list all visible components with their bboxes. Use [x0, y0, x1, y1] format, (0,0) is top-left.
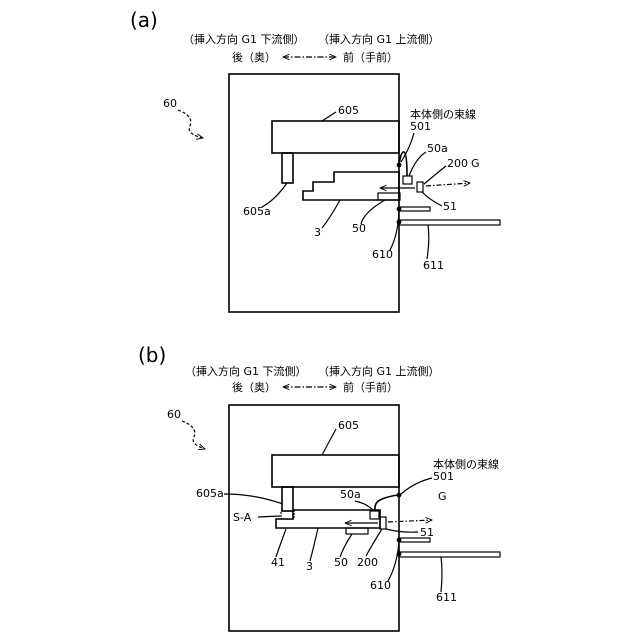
panel-a-leader-60: [178, 110, 203, 138]
panel-a-leader-605: [322, 112, 336, 121]
panel-a-ref-60: 60: [163, 97, 177, 110]
panel-b-frame-60: [229, 405, 399, 631]
panel-b-ref-3: 3: [306, 560, 313, 573]
panel-a-label: (a): [130, 8, 158, 32]
panel-b-header-downstream: （挿入方向 G1 下流側）: [185, 364, 307, 378]
panel-a-leader-50a: [409, 152, 426, 176]
panel-b-ref-60: 60: [167, 408, 181, 421]
panel-b-leader-501: [401, 478, 432, 494]
panel-b-part-605a: [282, 487, 293, 511]
panel-a-direction-rear: 後（奥）: [232, 50, 276, 64]
panel-b-direction-rear: 後（奥）: [232, 380, 276, 394]
panel-b-ref-50a: 50a: [340, 488, 361, 501]
panel-b-leader-3: [310, 528, 318, 561]
panel-a-part-51: [417, 182, 423, 192]
panel-a-part-605a: [282, 153, 293, 183]
panel-a-ref-200: 200: [447, 157, 468, 170]
panel-a-leader-200: [424, 166, 446, 184]
panel-b: (b) （挿入方向 G1 下流側） （挿入方向 G1 上流側） 後（奥） 前（手…: [138, 343, 500, 631]
panel-a-leader-3: [322, 200, 340, 228]
panel-a-harness-label: 本体側の束線: [410, 107, 476, 121]
panel-b-leader-60: [182, 421, 205, 449]
panel-a-leader-610: [390, 211, 399, 250]
panel-b-sensor-SA: [281, 511, 294, 519]
panel-b-leader-611: [441, 557, 442, 592]
panel-b-leader-51: [386, 529, 418, 532]
panel-b-part-605: [272, 455, 399, 487]
panel-b-ref-50: 50: [334, 556, 348, 569]
panel-b-harness-501: [375, 495, 399, 511]
panel-b-leader-50: [340, 534, 352, 557]
panel-a-ref-605a: 605a: [243, 205, 271, 218]
panel-b-leader-605: [322, 429, 336, 455]
panel-a-leader-611: [427, 225, 429, 259]
panel-a-part-610: [399, 207, 430, 211]
panel-a-part-50: [378, 193, 400, 200]
panel-a-arrow-G: [426, 183, 470, 186]
panel-b-ref-51: 51: [420, 526, 434, 539]
panel-a-ref-50: 50: [352, 222, 366, 235]
panel-a-leader-501: [401, 133, 414, 162]
panel-b-ref-611: 611: [436, 591, 457, 604]
panel-a-ref-3: 3: [314, 226, 321, 239]
panel-b-cartridge-3: [276, 510, 380, 528]
panel-b-label: (b): [138, 343, 166, 367]
panel-a-direction-front: 前（手前）: [343, 50, 398, 64]
panel-b-arrow-G: [388, 520, 432, 522]
panel-a-leader-51: [422, 192, 442, 206]
panel-a-ref-50a: 50a: [427, 142, 448, 155]
panel-a-ref-610: 610: [372, 248, 393, 261]
panel-a-ref-G: G: [471, 157, 480, 170]
panel-b-harness-label: 本体側の束線: [433, 457, 499, 471]
panel-b-part-610: [399, 538, 430, 542]
panel-a-header-upstream: （挿入方向 G1 上流側）: [318, 32, 440, 46]
panel-a-ref-501: 501: [410, 120, 431, 133]
panel-b-ref-501: 501: [433, 470, 454, 483]
panel-b-part-51: [380, 517, 386, 529]
panel-b-header-upstream: （挿入方向 G1 上流側）: [318, 364, 440, 378]
panel-a-cartridge-3: [303, 172, 399, 200]
panel-b-part-611: [399, 552, 500, 557]
panel-a-ref-51: 51: [443, 200, 457, 213]
panel-a-frame-60: [229, 74, 399, 312]
panel-b-part-50: [346, 528, 368, 534]
panel-a-leader-50: [361, 200, 385, 224]
panel-a-part-611: [399, 220, 500, 225]
panel-b-leader-SA: [258, 516, 280, 517]
panel-b-leader-610: [388, 542, 399, 581]
panel-b-ref-605: 605: [338, 419, 359, 432]
panel-a-ref-611: 611: [423, 259, 444, 272]
panel-a-leader-605a: [262, 183, 287, 207]
panel-a-part-50a: [403, 176, 412, 184]
panel-a-part-605: [272, 121, 399, 153]
panel-b-leader-41: [276, 529, 286, 557]
panel-a-header-downstream: （挿入方向 G1 下流側）: [183, 32, 305, 46]
panel-b-ref-41: 41: [271, 556, 285, 569]
panel-b-ref-SA: S-A: [233, 511, 252, 524]
panel-b-ref-605a: 605a: [196, 487, 224, 500]
panel-a-ref-605: 605: [338, 104, 359, 117]
panel-b-part-50a: [370, 511, 379, 519]
panel-b-ref-610: 610: [370, 579, 391, 592]
panel-a: (a) （挿入方向 G1 下流側） （挿入方向 G1 上流側） 後（奥） 前（手…: [130, 8, 500, 312]
panel-b-ref-G: G: [438, 490, 447, 503]
panel-b-ref-200: 200: [357, 556, 378, 569]
panel-b-direction-front: 前（手前）: [343, 380, 398, 394]
panel-b-leader-605a: [224, 494, 283, 504]
